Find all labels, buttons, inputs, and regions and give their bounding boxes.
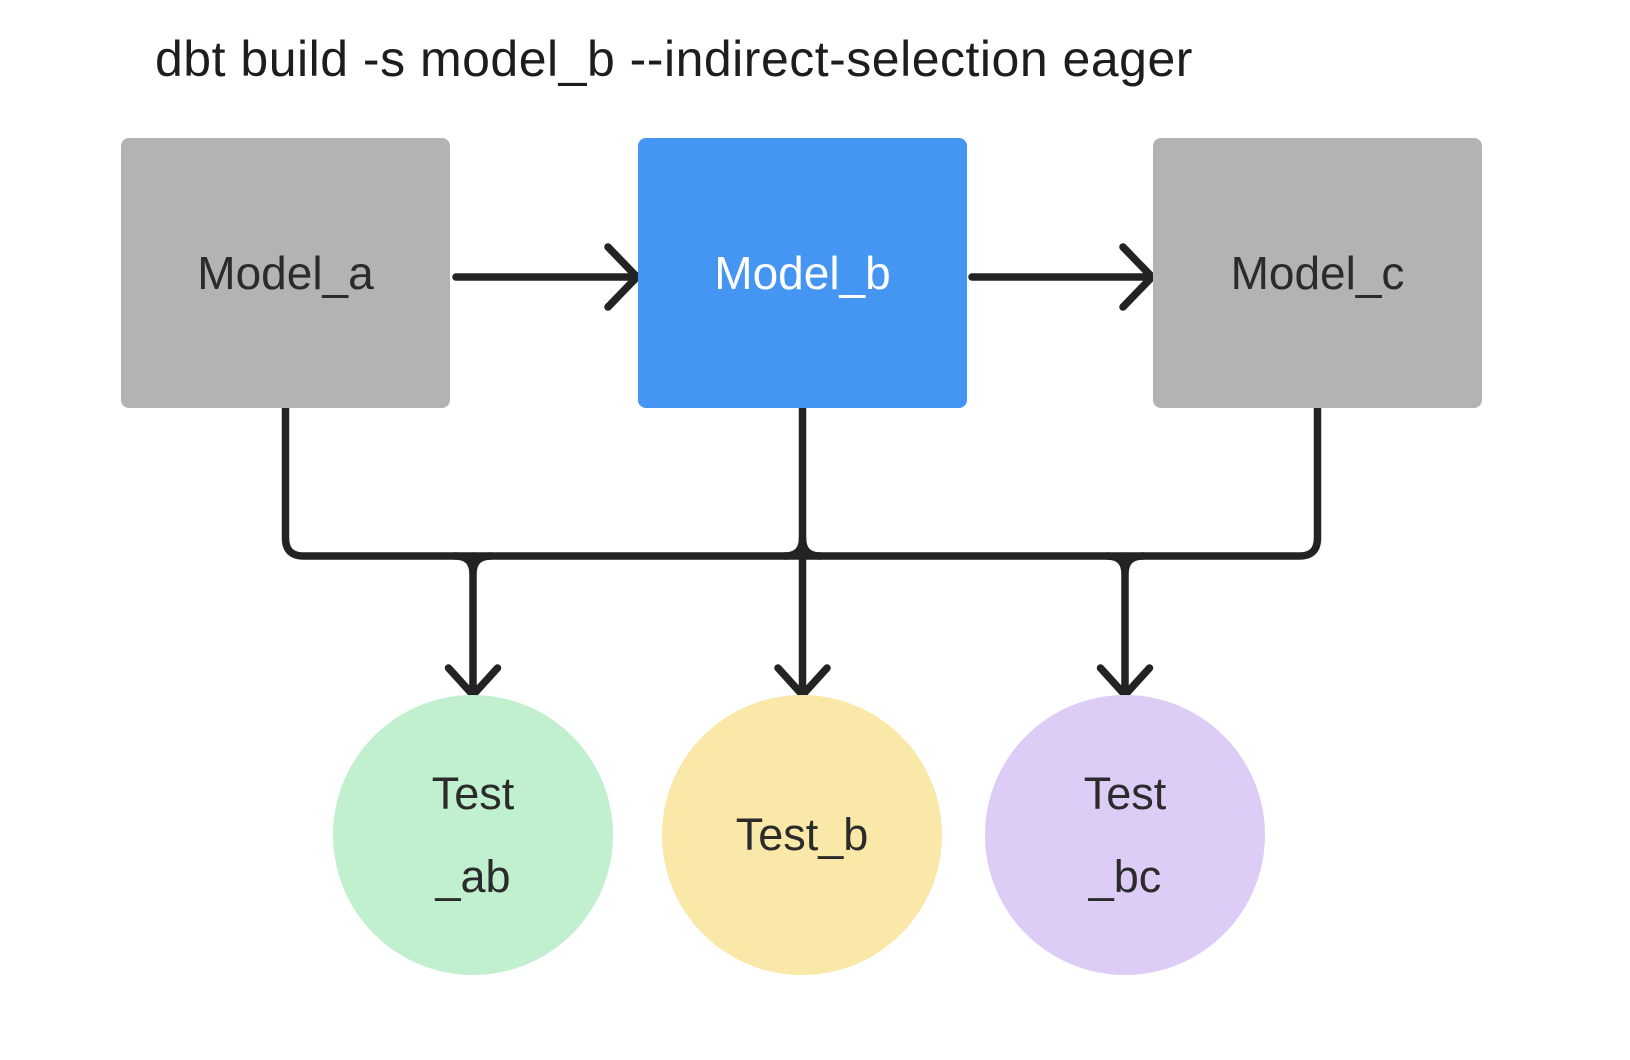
node-model-a-label: Model_a [197,247,374,299]
edge-bus-to-test-bc [1096,552,1154,699]
node-test-ab-label-line2: _ab [435,851,511,902]
node-model-b-selected: Model_b [638,138,967,408]
node-test-b-label-line1: Test_b [735,809,869,861]
node-test-bc: Test _bc [985,695,1265,975]
node-model-a: Model_a [121,138,450,408]
node-test-ab-label-line1: Test [431,767,515,819]
node-test-bc-label-line2: _bc [1088,851,1162,902]
edge-model-b-to-model-c [968,243,1156,311]
node-model-c-label: Model_c [1230,247,1405,299]
node-test-bc-label-line1: Test [1083,767,1167,819]
edge-bus-to-test-ab [444,552,502,699]
node-model-b-label: Model_b [714,247,891,299]
node-test-ab: Test _ab [333,695,613,975]
node-model-c: Model_c [1153,138,1482,408]
edge-model-a-to-model-b [452,243,641,311]
diagram-title: dbt build -s model_b --indirect-selectio… [155,31,1193,87]
junction-fillet-center [780,534,825,560]
node-test-b: Test_b [662,695,942,975]
